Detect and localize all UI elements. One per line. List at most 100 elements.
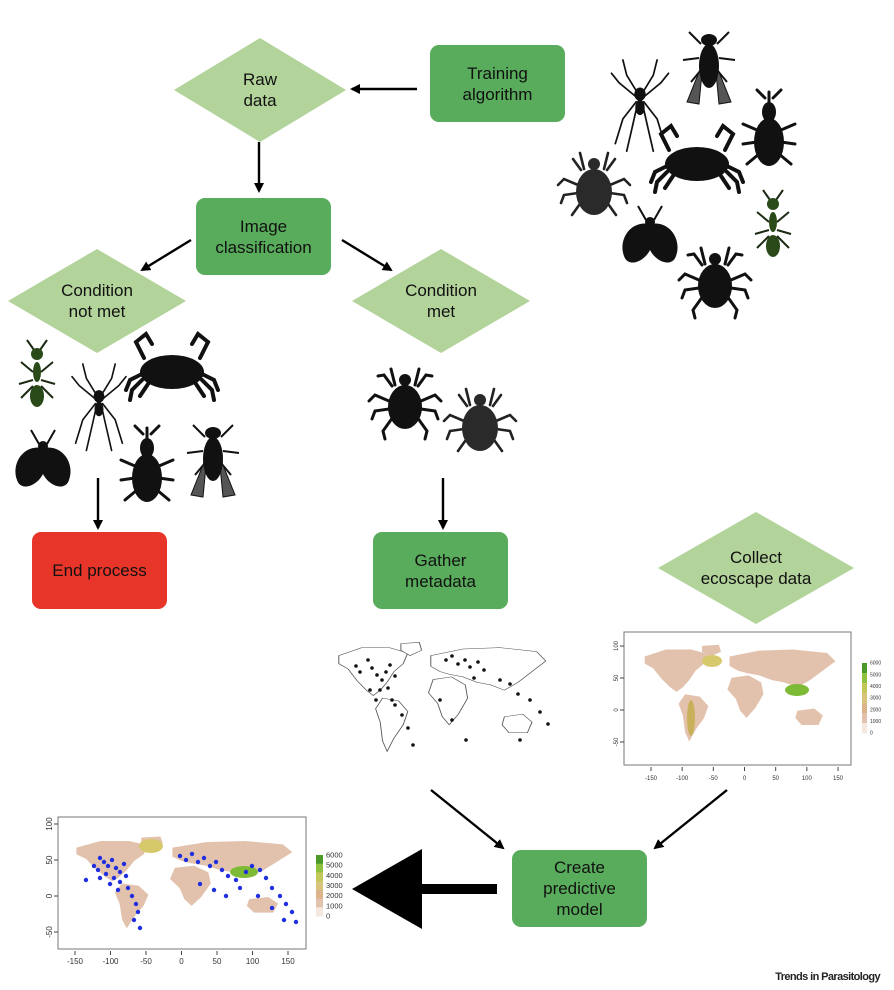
x-tick-label: 0 — [179, 957, 184, 966]
condition-met-node: Condition met — [352, 249, 530, 353]
predicted-point — [91, 863, 97, 869]
occurrence-map — [325, 637, 555, 770]
legend-tick-label: 3000 — [326, 881, 343, 890]
occurrence-point — [378, 688, 382, 692]
predicted-point — [123, 873, 129, 879]
legend-tick-label: 2000 — [326, 891, 343, 900]
legend-tick-label: 3000 — [870, 696, 881, 702]
x-tick-label: 50 — [772, 776, 779, 782]
occurrence-point — [358, 670, 362, 674]
y-tick-label: 50 — [614, 674, 620, 681]
x-tick-label: -150 — [645, 776, 658, 782]
predicted-point — [111, 875, 117, 881]
predicted-point — [97, 875, 103, 881]
predicted-point — [107, 881, 113, 887]
occurrence-point — [516, 692, 520, 696]
legend-tick-label: 1000 — [326, 901, 343, 910]
raw-data-node: Raw data — [174, 38, 346, 142]
x-tick-label: -50 — [709, 776, 718, 782]
predicted-point — [117, 869, 123, 875]
occurrence-points — [354, 654, 550, 747]
predicted-point — [135, 909, 141, 915]
predicted-point — [269, 885, 275, 891]
journal-credit: Trends in Parasitology — [775, 971, 880, 983]
predicted-point — [113, 865, 119, 871]
occurrence-point — [450, 718, 454, 722]
occurrence-point — [444, 658, 448, 662]
predicted-point — [237, 885, 243, 891]
occurrence-point — [368, 688, 372, 692]
predicted-point — [213, 859, 219, 865]
predicted-point — [211, 887, 217, 893]
legend-tick-label: 0 — [870, 731, 873, 737]
predicted-point — [201, 855, 207, 861]
occurrence-point — [354, 664, 358, 668]
x-tick-label: 150 — [833, 776, 844, 782]
occurrence-point — [400, 713, 404, 717]
predicted-point — [125, 885, 131, 891]
x-tick-label: 0 — [743, 776, 747, 782]
x-tick-label: 150 — [281, 957, 295, 966]
predicted-point — [121, 861, 127, 867]
legend-tick-label: 1000 — [870, 719, 881, 725]
occurrence-point — [393, 674, 397, 678]
legend-tick-label: 0 — [326, 912, 330, 921]
predicted-point — [197, 881, 203, 887]
occurrence-point — [538, 710, 542, 714]
y-tick-label: 100 — [614, 640, 620, 651]
occurrence-point — [380, 678, 384, 682]
x-tick-label: -150 — [67, 957, 84, 966]
predicted-point — [95, 867, 101, 873]
predicted-point — [117, 879, 123, 885]
y-tick-label: -50 — [45, 926, 54, 938]
occurrence-point — [456, 662, 460, 666]
arrow-ecoscape-map-to-model — [653, 789, 728, 850]
predicted-point — [105, 863, 111, 869]
predicted-point — [133, 901, 139, 907]
x-tick-label: -100 — [676, 776, 689, 782]
occurrence-point — [386, 686, 390, 690]
predicted-point — [195, 859, 201, 865]
elevation-highland — [785, 684, 809, 696]
legend-tick-label: 5000 — [326, 861, 343, 870]
predicted-point — [137, 925, 143, 931]
predicted-point — [207, 863, 213, 869]
occurrence-point — [366, 658, 370, 662]
predicted-point — [289, 909, 295, 915]
occurrence-point — [390, 698, 394, 702]
occurrence-point — [482, 668, 486, 672]
predicted-point — [177, 853, 183, 859]
occurrence-point — [498, 678, 502, 682]
predicted-point — [115, 887, 121, 893]
predicted-point — [233, 877, 239, 883]
predicted-point — [257, 867, 263, 873]
arrow-occurrence-map-to-model — [430, 789, 505, 850]
occurrence-point — [546, 722, 550, 726]
occurrence-point — [388, 663, 392, 667]
predicted-point — [255, 893, 261, 899]
predicted-point — [103, 871, 109, 877]
occurrence-point — [476, 660, 480, 664]
predicted-point — [243, 869, 249, 875]
occurrence-point — [375, 673, 379, 677]
predicted-point — [277, 893, 283, 899]
y-tick-label: 100 — [45, 817, 54, 831]
x-tick-label: 100 — [246, 957, 260, 966]
predicted-point — [225, 873, 231, 879]
x-tick-label: 100 — [802, 776, 813, 782]
prediction-greenland — [139, 839, 163, 853]
predicted-point — [263, 875, 269, 881]
legend-tick-label: 5000 — [870, 672, 881, 678]
occurrence-point — [438, 698, 442, 702]
occurrence-point — [508, 682, 512, 686]
create-model-node: Create predictive model — [512, 850, 647, 927]
arrow-classification-to-met — [341, 238, 393, 272]
predicted-occurrence-points — [83, 851, 299, 931]
predicted-point — [281, 917, 287, 923]
